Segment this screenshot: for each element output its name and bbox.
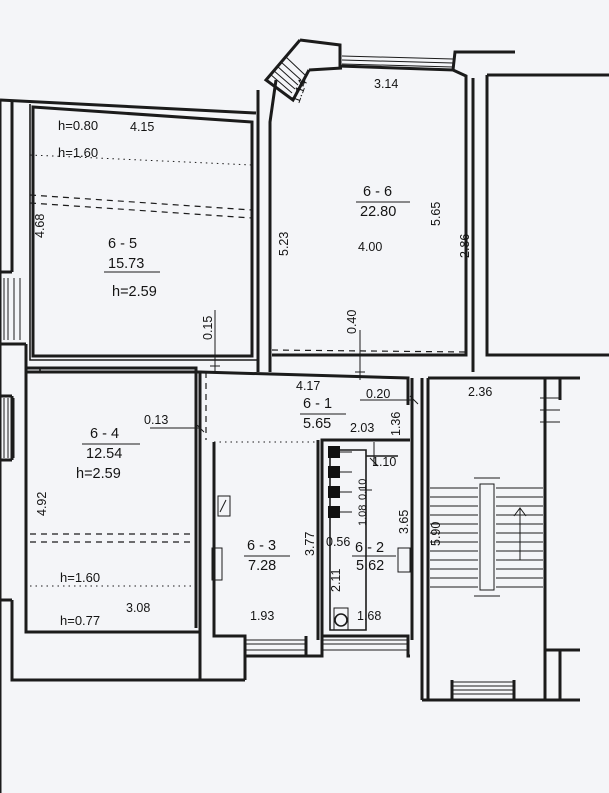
- height-r5-top: h=0.80: [58, 118, 98, 133]
- dim-step-015: 0.15: [201, 316, 215, 340]
- room-6-4-area: 12.54: [86, 446, 122, 462]
- room-6-3-id: 6 - 3: [247, 538, 276, 554]
- walls: [0, 38, 609, 793]
- dim-r2-211: 2.11: [329, 569, 343, 592]
- hidden-lines: [29, 154, 500, 597]
- stair-direction-arrow: [513, 507, 527, 560]
- dim-r2-056: 0.56: [326, 535, 350, 549]
- dim-stair-height: 5.90: [429, 522, 443, 546]
- dim-r3-width: 1.93: [250, 609, 274, 623]
- dim-r2-110: 1.10: [372, 455, 396, 469]
- dimension-labels: 4.15 4.68 1.14 3.14 5.65 2.86 5.23 4.00 …: [33, 77, 492, 623]
- dim-r6-left: 5.23: [277, 232, 291, 256]
- room-6-6-id: 6 - 6: [363, 184, 392, 200]
- windows: [3, 55, 560, 695]
- dim-r6-right: 5.65: [429, 202, 443, 226]
- dim-r2-width: 1.68: [357, 609, 381, 623]
- dim-hall-width: 4.17: [296, 379, 320, 393]
- dim-stair-width: 2.36: [468, 385, 492, 399]
- room-6-1-id: 6 - 1: [303, 396, 332, 412]
- dim-r6-bay: 1.14: [289, 77, 310, 105]
- stair-treads: [430, 487, 543, 588]
- room-6-5-id: 6 - 5: [108, 236, 137, 252]
- dim-r3-height: 3.77: [303, 532, 317, 556]
- height-r5-beam: h=1.60: [58, 145, 98, 160]
- dim-r6-right2: 2.86: [458, 234, 472, 258]
- dim-r6-bottom: 4.00: [358, 240, 382, 254]
- room-6-3-area: 7.28: [248, 558, 276, 574]
- dim-hall-136: 1.36: [389, 412, 403, 436]
- room-6-4-id: 6 - 4: [90, 426, 119, 442]
- window-heights: h=0.80 h=1.60 h=1.60 h=0.77: [58, 118, 100, 628]
- room-labels: 6 - 5 15.73 h=2.59 6 - 6 22.80 6 - 4 12.…: [76, 184, 410, 574]
- dim-r6-width: 3.14: [374, 77, 398, 91]
- height-r4-beam: h=1.60: [60, 570, 100, 585]
- dimension-marks: [150, 310, 419, 491]
- dim-hall-020: 0.20: [366, 387, 390, 401]
- room-6-4-height: h=2.59: [76, 466, 121, 482]
- dim-r2-108: 1.08: [357, 505, 369, 526]
- room-6-5-area: 15.73: [108, 256, 144, 272]
- dim-r4-width: 3.08: [126, 601, 150, 615]
- room-6-5-height: h=2.59: [112, 284, 157, 300]
- dim-r2-365: 3.65: [397, 510, 411, 534]
- dim-r2-010: 0.10: [357, 479, 369, 500]
- dim-r5-width: 4.15: [130, 120, 154, 134]
- room-6-6-area: 22.80: [360, 204, 396, 220]
- room-6-2-id: 6 - 2: [355, 540, 384, 556]
- dim-r4-height: 4.92: [35, 492, 49, 516]
- room-6-1-area: 5.65: [303, 416, 331, 432]
- dim-r4-013: 0.13: [144, 413, 168, 427]
- room-6-2-area: 5.62: [356, 558, 384, 574]
- dim-hall-203: 2.03: [350, 421, 374, 435]
- bathroom-fixtures: [211, 446, 411, 631]
- dim-step-040: 0.40: [345, 310, 359, 334]
- dim-r5-height: 4.68: [33, 214, 47, 238]
- height-r4-bottom: h=0.77: [60, 613, 100, 628]
